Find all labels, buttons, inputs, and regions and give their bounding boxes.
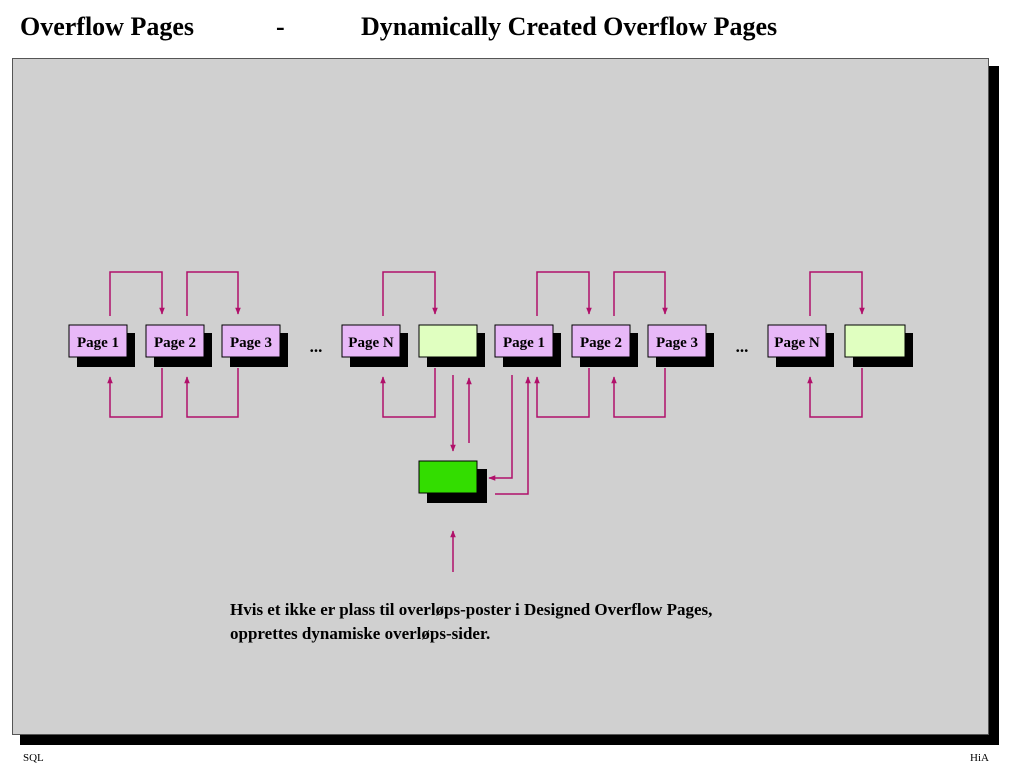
- caption: Hvis et ikke er plass til overløps-poste…: [230, 598, 870, 646]
- group2-ellipsis: ...: [736, 337, 749, 356]
- group1-page-1-label: Page 1: [77, 335, 119, 351]
- arrow-g2-p1-p2-forward: [536, 271, 592, 316]
- title-right: Dynamically Created Overflow Pages: [361, 12, 778, 41]
- arrow-g2-pn-overflow-forward: [809, 271, 865, 316]
- arrow-g2-p2-p1-backward: [534, 368, 590, 418]
- diagram-panel: [12, 58, 989, 735]
- group2-page-2: Page 2: [571, 324, 631, 358]
- arrow-g1-p1-p2-forward: [109, 271, 165, 316]
- arrow-g2-overflow-pn-backward: [807, 368, 863, 418]
- group1-designed-overflow-page: [418, 324, 478, 358]
- arrow-g1-p3-p2-backward: [184, 368, 239, 418]
- group2-page-3: Page 3: [647, 324, 707, 358]
- group2-page-n-label: Page N: [774, 335, 820, 351]
- arrow-g2-p2-p3-forward: [613, 271, 668, 316]
- slide-title: Overflow Pages - Dynamically Created Ove…: [0, 10, 1024, 44]
- group1-page-n: Page N: [341, 324, 401, 358]
- group2-page-3-label: Page 3: [656, 335, 698, 351]
- group1-page-2-label: Page 2: [154, 335, 196, 351]
- link-arrows: [107, 271, 865, 572]
- group2-page-n: Page N: [767, 324, 827, 358]
- arrow-g1-p2-p3-forward: [186, 271, 241, 316]
- caption-line-2: opprettes dynamiske overløps-sider.: [230, 624, 491, 643]
- group2-designed-overflow-page: [844, 324, 906, 358]
- dynamic-overflow-page: [418, 460, 478, 494]
- group1-page-3: Page 3: [221, 324, 281, 358]
- arrow-g1-p2-p1-backward: [107, 368, 163, 418]
- arrow-g2-p1-to-dynamic: [488, 375, 513, 481]
- title-left: Overflow Pages: [20, 12, 195, 41]
- group1-page-3-label: Page 3: [230, 335, 272, 351]
- group1-page-n-label: Page N: [348, 335, 394, 351]
- group2-page-1: Page 1: [494, 324, 554, 358]
- footer-left: SQL: [23, 752, 44, 764]
- caption-line-1: Hvis et ikke er plass til overløps-poste…: [230, 600, 713, 619]
- arrow-g2-p3-p2-backward: [611, 368, 666, 418]
- group1-page-1: Page 1: [68, 324, 128, 358]
- arrow-g1-pn-overflow-forward: [382, 271, 438, 316]
- group1-ellipsis: ...: [310, 337, 323, 356]
- arrow-dynamic-to-g2-p1: [495, 376, 531, 495]
- arrow-g1-overflow-pn-backward: [380, 368, 436, 418]
- group1-page-2: Page 2: [145, 324, 205, 358]
- title-separator: -: [276, 12, 285, 41]
- group2-page-2-label: Page 2: [580, 335, 622, 351]
- group2-page-1-label: Page 1: [503, 335, 545, 351]
- footer-right: HiA: [970, 752, 989, 764]
